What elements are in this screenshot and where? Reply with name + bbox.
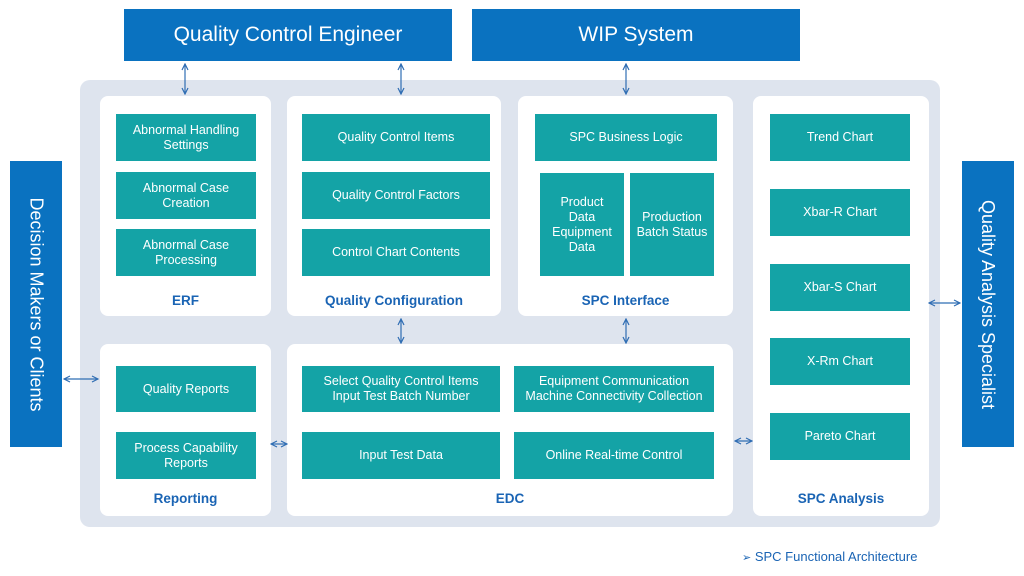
quality-control-engineer-box: Quality Control Engineer: [124, 9, 452, 61]
spc-interface-title: SPC Interface: [581, 293, 670, 308]
quality-control-factors-tile: Quality Control Factors: [302, 172, 490, 219]
quality-control-items-tile: Quality Control Items: [302, 114, 490, 161]
wip-system-label: WIP System: [578, 23, 694, 46]
batch-status-line1: Production: [642, 209, 702, 224]
equipment-comm-line2: Machine Connectivity Collection: [525, 389, 703, 403]
pareto-chart-tile: Pareto Chart: [770, 413, 910, 460]
process-capability-line1: Process Capability: [134, 440, 238, 455]
product-data-line2: Data: [568, 209, 596, 224]
quality-analysis-specialist-box: Quality Analysis Specialist: [962, 161, 1014, 447]
equipment-comm-line1: Equipment Communication: [538, 374, 690, 388]
abnormal-case-creation-line2: Creation: [162, 195, 210, 210]
batch-status-line2: Batch Status: [636, 224, 708, 239]
wip-system-box: WIP System: [472, 9, 800, 61]
input-test-data-tile: Input Test Data: [302, 432, 500, 479]
abnormal-handling-settings-line2: Settings: [163, 137, 209, 152]
abnormal-handling-settings-line1: Abnormal Handling: [132, 122, 240, 137]
diagram-caption: ➢ SPC Functional Architecture: [742, 549, 917, 564]
quality-configuration-title: Quality Configuration: [325, 293, 463, 308]
x-rm-chart-tile: X-Rm Chart: [770, 338, 910, 385]
caption-text: SPC Functional Architecture: [754, 549, 918, 564]
caption-marker: ➢: [742, 551, 752, 564]
edc-title: EDC: [495, 491, 525, 506]
production-batch-status-tile: Production Batch Status: [630, 173, 714, 276]
online-realtime-control-tile: Online Real-time Control: [514, 432, 714, 479]
product-data-line1: Product: [560, 194, 604, 209]
product-data-line3: Equipment: [552, 224, 612, 239]
trend-chart-tile: Trend Chart: [770, 114, 910, 161]
spc-analysis-title: SPC Analysis: [797, 491, 885, 506]
reporting-title: Reporting: [153, 491, 218, 506]
erf-title: ERF: [172, 293, 199, 308]
spc-business-logic-tile: SPC Business Logic: [535, 114, 717, 161]
abnormal-case-processing-line1: Abnormal Case: [142, 237, 230, 252]
select-items-line1: Select Quality Control Items: [323, 374, 479, 388]
product-data-line4: Data: [568, 239, 596, 254]
abnormal-case-creation-line1: Abnormal Case: [142, 180, 230, 195]
process-capability-line2: Reports: [164, 455, 208, 470]
quality-control-engineer-label: Quality Control Engineer: [173, 23, 403, 46]
xbar-r-chart-tile: Xbar-R Chart: [770, 189, 910, 236]
control-chart-contents-tile: Control Chart Contents: [302, 229, 490, 276]
select-items-line2: Input Test Batch Number: [332, 389, 470, 403]
product-equipment-data-tile: Product Data Equipment Data: [540, 173, 624, 276]
decision-makers-box: Decision Makers or Clients: [10, 161, 62, 447]
abnormal-case-processing-line2: Processing: [155, 252, 217, 267]
quality-reports-tile: Quality Reports: [116, 366, 256, 412]
xbar-s-chart-tile: Xbar-S Chart: [770, 264, 910, 311]
